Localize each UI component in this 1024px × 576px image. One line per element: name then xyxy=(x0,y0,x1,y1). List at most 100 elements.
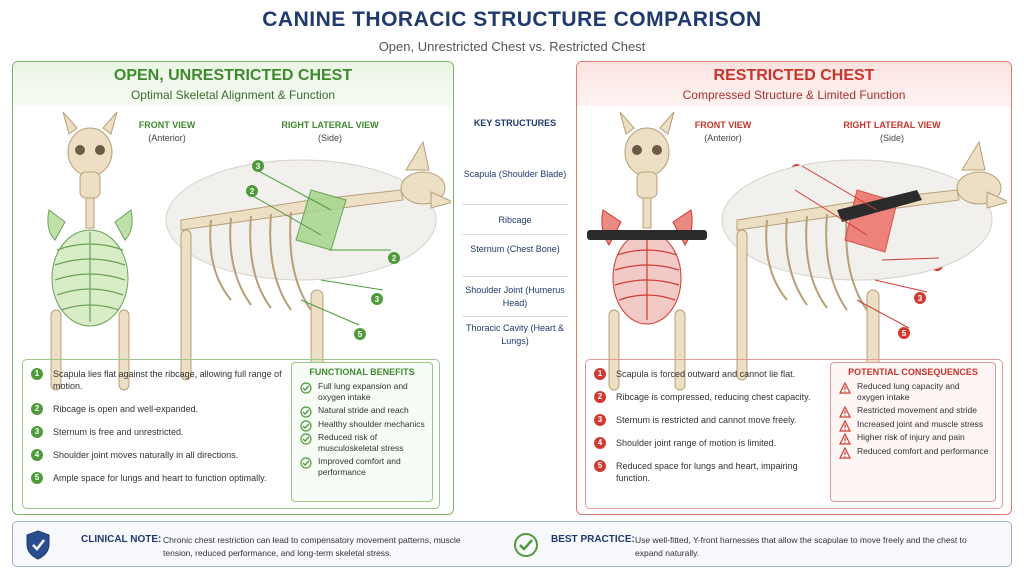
item-number: 5 xyxy=(594,460,606,472)
left-side-view-sub: (Side) xyxy=(317,133,342,143)
warning-triangle-icon xyxy=(839,446,851,459)
right-marker-5: 5 xyxy=(902,329,907,338)
left-marker-2b: 2 xyxy=(392,254,397,263)
left-side-skeleton xyxy=(165,140,451,386)
warning-triangle-icon xyxy=(839,406,851,418)
check-circle-icon xyxy=(300,382,312,394)
clinical-note-label: CLINICAL NOTE: xyxy=(81,534,162,545)
item-number: 4 xyxy=(594,437,606,449)
left-marker-5: 5 xyxy=(358,330,363,339)
list-item: 5 Reduced space for lungs and heart, impa… xyxy=(594,460,830,484)
box-item: Natural stride and reach xyxy=(298,405,426,418)
item-text: Reduced space for lungs and heart, impai… xyxy=(616,461,798,483)
box-item-text: Healthy shoulder mechanics xyxy=(318,418,425,429)
check-circle-icon xyxy=(300,419,312,432)
key-item-shoulder-joint: Shoulder Joint (Humerus Head) xyxy=(465,285,565,308)
box-item: Improved comfort and performance xyxy=(298,456,426,477)
right-marker-3b: 3 xyxy=(918,294,923,303)
right-front-view-title: FRONT VIEW xyxy=(694,120,752,130)
key-item-ribcage: Ribcage xyxy=(498,215,532,225)
box-item: Reduced risk of musculoskeletal stress xyxy=(298,432,426,453)
harness-side-strap xyxy=(837,190,922,222)
warning-triangle-icon xyxy=(839,382,851,394)
item-text: Scapula is forced outward and cannot lie… xyxy=(616,369,796,379)
open-chest-list: 1 Scapula lies flat against the ribcage, … xyxy=(31,368,291,495)
best-practice-label: BEST PRACTICE: xyxy=(551,534,635,545)
item-number: 3 xyxy=(31,426,43,438)
key-divider xyxy=(462,276,568,277)
item-text: Ribcage is compressed, reducing chest ca… xyxy=(616,392,811,402)
check-circle-icon xyxy=(300,457,312,469)
list-item: 1 Scapula lies flat against the ribcage, … xyxy=(31,368,291,392)
key-divider xyxy=(462,234,568,235)
item-text: Ample space for lungs and heart to funct… xyxy=(53,473,267,483)
page-subtitle: Open, Unrestricted Chest vs. Restricted … xyxy=(378,39,646,54)
right-side-view-sub: (Side) xyxy=(879,133,904,143)
right-side-view-title: RIGHT LATERAL VIEW xyxy=(843,120,941,130)
list-item: 2 Ribcage is compressed, reducing chest c… xyxy=(594,391,830,403)
list-item: 4 Shoulder joint moves naturally in all d… xyxy=(31,449,291,461)
functional-benefits-title: FUNCTIONAL BENEFITS xyxy=(309,367,415,377)
right-front-view-sub: (Anterior) xyxy=(704,133,742,143)
restricted-chest-details: 1 Scapula is forced outward and cannot li… xyxy=(585,359,1003,509)
item-text: Shoulder joint moves naturally in all di… xyxy=(53,450,239,460)
potential-consequences-box: POTENTIAL CONSEQUENCES Reduced lung capa… xyxy=(830,362,996,502)
box-item-text: Improved comfort and performance xyxy=(318,456,401,477)
open-chest-subtitle: Optimal Skeletal Alignment & Function xyxy=(130,88,336,102)
box-item: Full lung expansion and oxygen intake xyxy=(298,381,426,402)
warning-triangle-icon xyxy=(839,419,851,432)
item-text: Shoulder joint range of motion is limite… xyxy=(616,438,777,448)
item-number: 4 xyxy=(31,449,43,461)
restricted-chest-subtitle: Compressed Structure & Limited Function xyxy=(682,88,906,102)
item-number: 1 xyxy=(31,368,43,380)
page-title: CANINE THORACIC STRUCTURE COMPARISON xyxy=(262,8,762,31)
item-text: Scapula lies flat against the ribcage, a… xyxy=(53,369,282,391)
box-item-text: Increased joint and muscle stress xyxy=(857,418,984,429)
warning-triangle-icon xyxy=(839,433,851,445)
left-side-view-label: RIGHT LATERAL VIEW (Side) xyxy=(265,119,395,145)
left-front-view-title: FRONT VIEW xyxy=(138,120,196,130)
clinical-note-text: Chronic chest restriction can lead to co… xyxy=(163,535,461,558)
item-number: 2 xyxy=(594,391,606,403)
item-number: 5 xyxy=(31,472,43,484)
key-structures-title: KEY STRUCTURES xyxy=(473,118,557,128)
item-number: 1 xyxy=(594,368,606,380)
box-item: Higher risk of injury and pain xyxy=(837,432,989,445)
open-chest-details: 1 Scapula lies flat against the ribcage, … xyxy=(22,359,440,509)
left-front-view-sub: (Anterior) xyxy=(148,133,186,143)
harness-strap xyxy=(587,230,707,240)
right-front-skeleton xyxy=(587,111,707,391)
item-text: Sternum is free and unrestricted. xyxy=(53,427,184,437)
item-number: 2 xyxy=(31,403,43,415)
box-item: Healthy shoulder mechanics xyxy=(298,418,426,432)
functional-benefits-box: FUNCTIONAL BENEFITS Full lung expansion … xyxy=(291,362,433,502)
right-front-view-label: FRONT VIEW (Anterior) xyxy=(673,119,773,145)
left-front-view-label: FRONT VIEW (Anterior) xyxy=(117,119,217,145)
check-circle-icon xyxy=(514,533,538,557)
key-divider xyxy=(462,204,568,205)
box-item-text: Reduced risk of musculoskeletal stress xyxy=(318,432,404,453)
potential-consequences-title: POTENTIAL CONSEQUENCES xyxy=(848,367,978,377)
restricted-chest-panel: RESTRICTED CHEST Compressed Structure & … xyxy=(576,61,1012,515)
shield-check-icon xyxy=(26,530,50,560)
left-marker-2: 2 xyxy=(250,187,255,196)
left-side-view-title: RIGHT LATERAL VIEW xyxy=(281,120,379,130)
open-chest-title: OPEN, UNRESTRICTED CHEST xyxy=(113,67,353,84)
key-item-scapula: Scapula (Shoulder Blade) xyxy=(463,169,567,179)
box-item-text: Natural stride and reach xyxy=(318,405,409,415)
box-item-text: Reduced comfort and performance xyxy=(857,445,989,456)
left-front-skeleton xyxy=(47,111,133,391)
box-item: Increased joint and muscle stress xyxy=(837,418,989,432)
restricted-chest-list: 1 Scapula is forced outward and cannot li… xyxy=(594,368,830,495)
right-side-skeleton xyxy=(721,140,1007,386)
key-item-sternum: Sternum (Chest Bone) xyxy=(470,244,560,254)
box-item-text: Restricted movement and stride xyxy=(857,405,977,415)
box-item: Restricted movement and stride xyxy=(837,405,989,418)
list-item: 1 Scapula is forced outward and cannot li… xyxy=(594,368,830,380)
box-item-text: Higher risk of injury and pain xyxy=(857,432,965,442)
item-text: Sternum is restricted and cannot move fr… xyxy=(616,415,797,425)
box-item: Reduced lung capacity and oxygen intake xyxy=(837,381,989,402)
check-circle-icon xyxy=(300,433,312,445)
list-item: 3 Sternum is free and unrestricted. xyxy=(31,426,291,438)
